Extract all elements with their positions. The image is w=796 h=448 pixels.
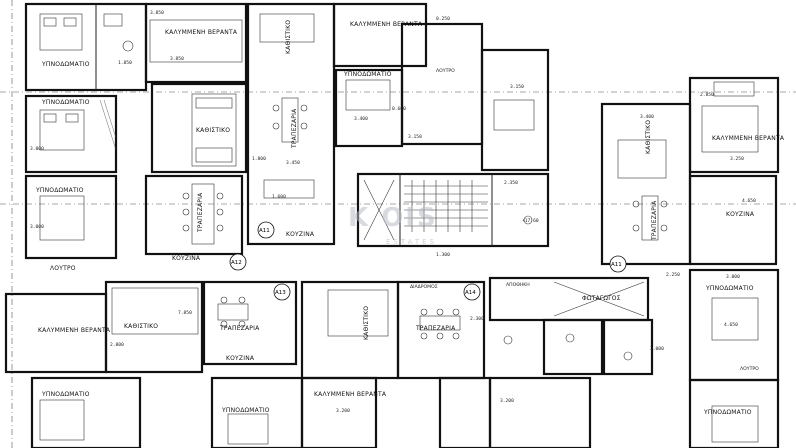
level-mark: +17.60: [522, 218, 539, 224]
room-label: ΥΠΝΟΔΩΜΑΤΙΟ: [41, 61, 90, 68]
room-label: ΥΠΝΟΔΩΜΑΤΙΟ: [343, 71, 392, 78]
room-label: ΥΠΝΟΔΩΜΑΤΙΟ: [41, 99, 90, 106]
dimension-label: 3.250: [730, 156, 744, 162]
dimension-label: 3.450: [286, 160, 300, 166]
svg-text:A11: A11: [259, 228, 270, 234]
dimension-label: 2.300: [470, 316, 484, 322]
room-label: ΛΟΥΤΡΟ: [50, 265, 76, 272]
dimension-label: 4.650: [742, 198, 756, 204]
room-label: ΥΠΝΟΔΩΜΑΤΙΟ: [705, 285, 754, 292]
grid-marker-a11-right: A11: [609, 255, 627, 273]
dimension-label: 2.250: [666, 272, 680, 278]
dimension-label: 3.400: [640, 114, 654, 120]
dimension-label: 1.600: [272, 194, 286, 200]
room-label: ΚΑΛΥΜΜΕΝΗ ΒΕΡΑΝΤΑ: [38, 327, 111, 334]
dimension-label: 3.150: [408, 134, 422, 140]
unit-left-row2: ΥΠΝΟΔΩΜΑΤΙΟ ΚΑΘΙΣΤΙΚΟ: [24, 82, 248, 174]
room-label: ΥΠΝΟΔΩΜΑΤΙΟ: [221, 407, 270, 414]
stair-core: 2.350 +17.60 1.300: [356, 172, 550, 258]
dimension-label: 0.250: [436, 16, 450, 22]
dimension-label: 7.850: [178, 310, 192, 316]
grid-marker-a13: A13: [273, 283, 291, 301]
dimension-label: 1.850: [118, 60, 132, 66]
room-label: ΥΠΝΟΔΩΜΑΤΙΟ: [703, 409, 752, 416]
svg-text:A12: A12: [231, 260, 242, 266]
dimension-label: 3.850: [170, 56, 184, 62]
watermark-subtitle: ESTATES: [386, 238, 437, 246]
dimension-label: 3.200: [500, 398, 514, 404]
room-label: ΤΡΑΠΕΖΑΡΙΑ: [651, 200, 658, 241]
room-label: ΔΙΑΔΡΟΜΟΣ: [410, 284, 438, 290]
room-label: ΚΟΥΖΙΝΑ: [286, 231, 315, 238]
room-label: ΚΑΘΙΣΤΙΚΟ: [363, 306, 370, 340]
unit-bottom-right: ΑΠΟΘΗΚΗ ΦΩΤΑΓΩΓΟΣ ΥΠΝΟΔΩΜΑΤΙΟ ΥΠΝΟΔΩΜΑΤΙ…: [488, 268, 780, 448]
unit-right-top: ΚΑΘΙΣΤΙΚΟ ΤΡΑΠΕΖΑΡΙΑ ΚΑΛΥΜΜΕΝΗ ΒΕΡΑΝΤΑ Κ…: [600, 76, 785, 266]
room-label: ΚΑΘΙΣΤΙΚΟ: [196, 127, 230, 134]
dimension-label: 4.650: [724, 322, 738, 328]
room-label: ΚΑΘΙΣΤΙΚΟ: [645, 120, 652, 154]
dimension-label: 1.300: [436, 252, 450, 258]
watermark: K OIS ESTATES: [348, 203, 438, 246]
dimension-label: 3.000: [650, 346, 664, 352]
dimension-label: 1.800: [252, 156, 266, 162]
room-label: ΥΠΝΟΔΩΜΑΤΙΟ: [41, 391, 90, 398]
room-label: ΛΟΥΤΡΟ: [740, 366, 759, 372]
dimension-label: 3.850: [150, 10, 164, 16]
dimension-label: 2.800: [110, 342, 124, 348]
room-label: ΚΟΥΖΙΝΑ: [226, 355, 255, 362]
room-label: ΚΑΛΥΜΜΕΝΗ ΒΕΡΑΝΤΑ: [165, 29, 238, 36]
room-label: ΚΑΘΙΣΤΙΚΟ: [285, 20, 292, 54]
grid-marker-a11-left: A11: [257, 221, 275, 239]
dimension-label: 3.000: [30, 224, 44, 230]
dimension-label: 3.000: [30, 146, 44, 152]
unit-left-row3: ΥΠΝΟΔΩΜΑΤΙΟ ΤΡΑΠΕΖΑΡΙΑ ΛΟΥΤΡΟ ΚΟΥΖΙΝΑ: [24, 174, 244, 272]
room-label: ΚΟΥΖΙΝΑ: [172, 255, 201, 262]
room-label: ΤΡΑΠΕΖΑΡΙΑ: [197, 192, 204, 233]
dimension-label: 3.200: [336, 408, 350, 414]
room-label: ΛΟΥΤΡΟ: [436, 68, 455, 74]
room-label: ΤΡΑΠΕΖΑΡΙΑ: [415, 325, 456, 332]
svg-text:A13: A13: [275, 290, 286, 296]
room-label: ΥΠΝΟΔΩΜΑΤΙΟ: [35, 187, 84, 194]
room-label: ΚΑΛΥΜΜΕΝΗ ΒΕΡΑΝΤΑ: [314, 391, 387, 398]
room-label: ΚΟΥΖΙΝΑ: [726, 211, 755, 218]
dimension-label: 3.150: [510, 84, 524, 90]
room-label: ΦΩΤΑΓΩΓΟΣ: [582, 295, 621, 302]
unit-centre-top: ΚΑΘΙΣΤΙΚΟ ΤΡΑΠΕΖΑΡΙΑ ΚΟΥΖΙΝΑ ΚΑΛΥΜΜΕΝΗ Β…: [246, 2, 550, 246]
dimension-label: 2.350: [504, 180, 518, 186]
svg-text:A14: A14: [465, 290, 476, 296]
dimension-label: 0.600: [392, 106, 406, 112]
room-label: ΤΡΑΠΕΖΑΡΙΑ: [291, 108, 298, 149]
room-label: ΤΡΑΠΕΖΑΡΙΑ: [219, 325, 260, 332]
grid-marker-a12: A12: [229, 253, 247, 271]
watermark-logo: K OIS: [348, 203, 438, 233]
unit-top-left: ΥΠΝΟΔΩΜΑΤΙΟ ΚΑΛΥΜΜΕΝΗ ΒΕΡΑΝΤΑ 3.850: [24, 2, 248, 92]
room-label: ΚΑΛΥΜΜΕΝΗ ΒΕΡΑΝΤΑ: [350, 21, 423, 28]
svg-text:A11: A11: [611, 262, 622, 268]
grid-marker-a14: A14: [463, 283, 481, 301]
room-label: ΚΑΛΥΜΜΕΝΗ ΒΕΡΑΝΤΑ: [712, 135, 785, 142]
dimension-label: 3.400: [354, 116, 368, 122]
dimension-label: 2.850: [700, 92, 714, 98]
unit-bottom-left: ΚΑΛΥΜΜΕΝΗ ΒΕΡΑΝΤΑ ΚΑΘΙΣΤΙΚΟ ΤΡΑΠΕΖΑΡΙΑ Κ…: [4, 280, 304, 448]
room-label: ΚΑΘΙΣΤΙΚΟ: [124, 323, 158, 330]
unit-bottom-centre: ΚΑΘΙΣΤΙΚΟ ΤΡΑΠΕΖΑΡΙΑ ΔΙΑΔΡΟΜΟΣ ΚΑΛΥΜΜΕΝΗ…: [300, 280, 492, 448]
dimension-label: 3.000: [726, 274, 740, 280]
room-label: ΑΠΟΘΗΚΗ: [506, 282, 530, 288]
